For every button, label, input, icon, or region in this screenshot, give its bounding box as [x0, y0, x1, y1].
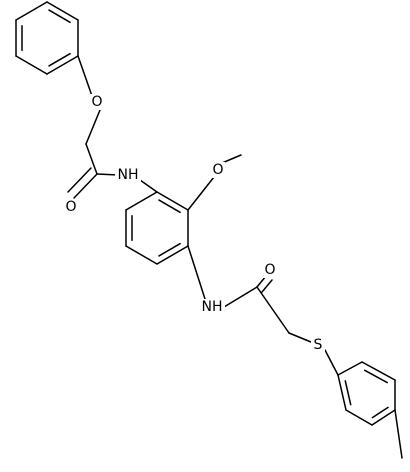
atom-label-o-methoxy: O [212, 162, 223, 178]
central-ring-inner-bond-2 [158, 242, 181, 257]
atom-nh-bottom: NH [199, 299, 225, 315]
central-ring-bond-3 [125, 245, 158, 265]
phenoxy-ring-bond-3 [15, 55, 48, 75]
atom-o-methoxy: O [211, 162, 225, 178]
phenoxy-ring-inner-bond-2 [48, 52, 71, 67]
bond-nh-bottom-to-carbonyl-c [223, 286, 258, 308]
central-ring-inner-bond-0 [158, 199, 181, 214]
central-ring-bond-5 [125, 191, 158, 211]
bond-ether-o-to-ch2 [85, 109, 101, 145]
bond-carbonyl-double-inner [67, 167, 92, 193]
atom-label-o-carbonyl-top: O [65, 199, 76, 215]
tolyl-ring-bond-4 [345, 409, 373, 426]
bond-layer [15, 1, 403, 459]
bond-nh-top-to-ring [139, 179, 158, 193]
atom-label-o-ether: O [91, 94, 102, 110]
bond-carbonyl-double-inner-b [261, 279, 273, 293]
atom-label-nh-bottom: NH [202, 299, 223, 315]
phenoxy-ring-inner-bond-0 [48, 9, 71, 24]
tolyl-ring-inner-bond-1 [364, 369, 388, 384]
central-ring-bond-2 [156, 245, 189, 265]
tolyl-ring-inner-bond-5 [344, 380, 352, 406]
bond-ring-to-ether-o [77, 55, 93, 97]
central-ring-bond-0 [156, 191, 189, 211]
tolyl-ring-bond-3 [371, 409, 396, 426]
tolyl-ring-inner-bond-3 [371, 406, 389, 419]
bond-carbonyl-c-to-ch2 [256, 286, 290, 334]
bond-tolyl-to-methyl [394, 409, 403, 459]
bond-carbonyl-double-outer [73, 173, 98, 199]
bond-ch2-to-carbonyl-c [85, 143, 98, 175]
atom-o-carbonyl-top: O [64, 199, 78, 215]
atom-label-layer: O NH O O NH O [64, 94, 325, 353]
bond-ring-to-methoxy-o [187, 176, 215, 211]
bond-methoxy-o-to-methyl [221, 154, 242, 164]
bond-ch2-to-s [288, 332, 312, 343]
bond-ring-to-nh-bottom [187, 245, 206, 300]
phenoxy-ring-bond-5 [15, 1, 48, 21]
tolyl-ring-bond-5 [337, 374, 347, 411]
atom-label-nh-top: NH [118, 167, 139, 183]
atom-o-carbonyl-bottom: O [263, 262, 277, 278]
tolyl-ring-bond-1 [361, 361, 396, 381]
atom-label-s-thioether: S [314, 337, 323, 353]
atom-o-ether: O [90, 94, 104, 110]
phenoxy-ring-bond-2 [46, 55, 79, 75]
bond-s-to-tolyl-ring [324, 349, 339, 376]
atom-nh-top: NH [115, 167, 141, 183]
atom-s-thioether: S [311, 337, 325, 353]
phenoxy-ring-bond-0 [46, 1, 79, 21]
bond-carbonyl-c-to-nh-top [96, 173, 119, 176]
tolyl-ring-bond-0 [337, 361, 363, 376]
atom-label-o-carbonyl-bottom: O [264, 262, 275, 278]
